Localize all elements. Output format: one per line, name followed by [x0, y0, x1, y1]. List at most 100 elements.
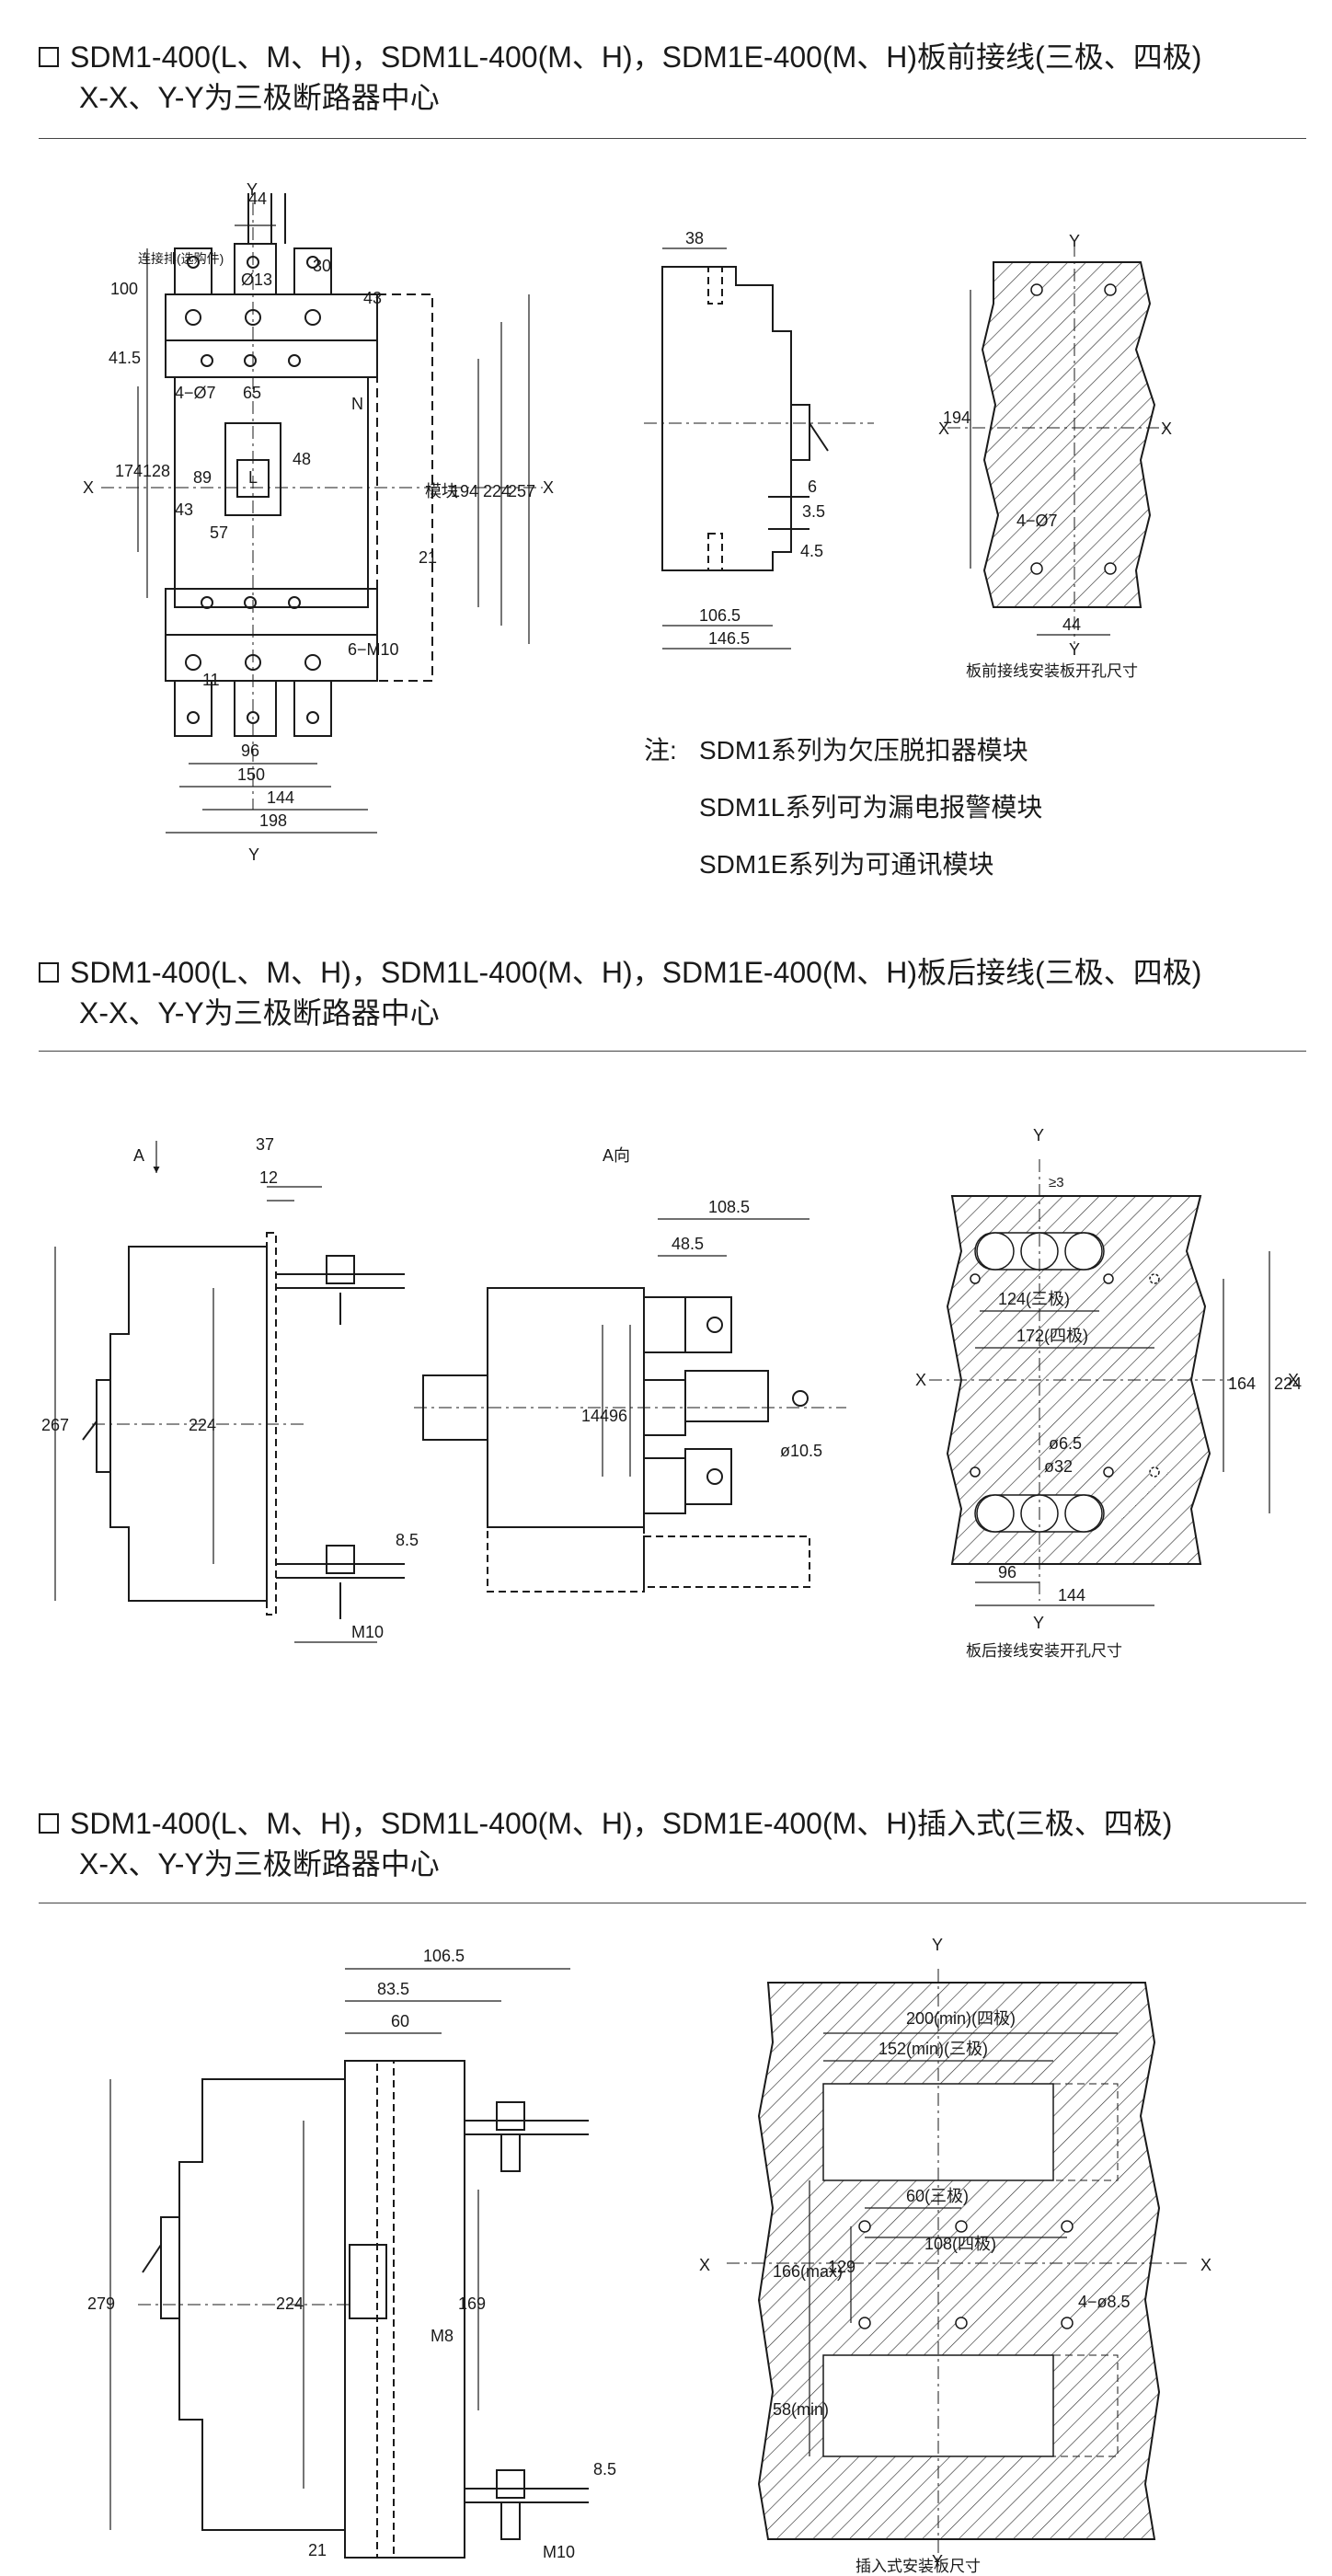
plug-cutout-x-left: X [699, 2256, 710, 2274]
section-title: SDM1-400(L、M、H)，SDM1L-400(M、H)，SDM1E-400… [70, 1807, 1173, 1840]
dim-128: 128 [143, 462, 170, 480]
plug-cutout-108: 108(四极) [924, 2235, 996, 2253]
side-dim-106-5: 106.5 [699, 606, 741, 625]
dim-4-07: 4−Ø7 [175, 384, 216, 402]
cutout-caption: 板前接线安装板开孔尺寸 [966, 662, 1138, 680]
note-line-2: SDM1L系列可为漏电报警模块 [699, 793, 1043, 822]
plug-cutout-y-top: Y [932, 1936, 943, 1954]
cutout-dim-44: 44 [1062, 615, 1081, 634]
plug-dim-169: 169 [458, 2294, 486, 2313]
plug-dim-m8: M8 [431, 2327, 454, 2345]
cutout-x-left: X [938, 420, 949, 438]
rear-cutout-x-left: X [915, 1371, 926, 1389]
rear-cutout-caption: 板后接线安装开孔尺寸 [966, 1642, 1122, 1660]
dim-150: 150 [237, 765, 265, 784]
side-dim-38: 38 [685, 229, 704, 247]
rear-dim-12: 12 [259, 1168, 278, 1187]
view-a-label: A [133, 1146, 144, 1165]
dim-43: 43 [363, 289, 382, 307]
checkbox-icon [39, 1813, 59, 1834]
dim-198: 198 [259, 811, 287, 830]
dim-44: 44 [248, 190, 267, 208]
rear-cutout-172: 172(四极) [1016, 1327, 1088, 1345]
note-line-3: SDM1E系列为可通讯模块 [699, 850, 994, 879]
plug-cutout-200: 200(min)(四极) [906, 2009, 1016, 2028]
aview-dim-96: 96 [609, 1407, 627, 1425]
section-subtitle: X-X、Y-Y为三极断路器中心 [79, 81, 440, 114]
aview-dim-10-5: ø10.5 [780, 1442, 822, 1460]
conn-label: 连接排(选购件) [138, 251, 224, 266]
aview-dim-48-5: 48.5 [672, 1235, 704, 1253]
dim-41-5: 41.5 [109, 349, 141, 367]
dim-96: 96 [241, 742, 259, 760]
dim-21: 21 [419, 548, 437, 567]
side-dim-3-5: 3.5 [802, 502, 825, 521]
dim-43b: 43 [175, 500, 193, 519]
side-dim-6: 6 [808, 477, 817, 496]
dim-194: 194 [451, 482, 478, 500]
rear-dim-224: 224 [189, 1416, 216, 1434]
cutout-x-right: X [1161, 420, 1172, 438]
dim-30: 30 [313, 257, 331, 275]
aview-dim-144: 144 [581, 1407, 609, 1425]
front-wiring-side-view: 38 6 3.5 4.5 106.5 146.5 [644, 229, 874, 650]
dim-224: 224 [483, 482, 511, 500]
dim-144: 144 [267, 788, 294, 807]
dim-65: 65 [243, 384, 261, 402]
section-front-wiring-header: SDM1-400(L、M、H)，SDM1L-400(M、H)，SDM1E-400… [39, 37, 1308, 118]
rear-cutout-144: 144 [1058, 1586, 1085, 1604]
cutout-y-bottom: Y [1069, 640, 1080, 659]
dim-48: 48 [293, 450, 311, 468]
plug-dim-279: 279 [87, 2294, 115, 2313]
plug-dim-224: 224 [276, 2294, 304, 2313]
rear-cutout-6-5: ø6.5 [1049, 1434, 1082, 1453]
front-wiring-cutout: Y X X 194 4−Ø7 44 Y 板前接线安装板开孔尺寸 [938, 232, 1172, 680]
plug-cutout-caption: 插入式安装板尺寸 [855, 2558, 981, 2575]
checkbox-icon [39, 962, 59, 983]
rear-cutout-y-top: Y [1033, 1126, 1044, 1144]
rear-wiring-side-view: A 37 12 267 224 8.5 M10 [41, 1135, 419, 1643]
notes-block: 注:SDM1系列为欠压脱扣器模块 SDM1L系列可为漏电报警模块 SDM1E系列… [644, 722, 1042, 893]
front-wiring-front-view: 44 Y Ø13 30 连接排(选购件) 100 43 41.5 4−Ø7 65… [83, 180, 554, 864]
plug-dim-m10: M10 [543, 2543, 575, 2561]
plug-cutout-y-bottom: Y [932, 2552, 943, 2570]
plug-cutout-58: 58(min) [773, 2400, 829, 2419]
plug-dim-60: 60 [391, 2012, 409, 2030]
plug-dim-21: 21 [308, 2541, 327, 2559]
cutout-dim-194: 194 [943, 408, 970, 427]
side-dim-146-5: 146.5 [708, 629, 750, 648]
axis-y-top: Y [247, 180, 258, 199]
label-l: L [248, 468, 258, 487]
a-view-title: A向 [603, 1146, 630, 1165]
rear-cutout-124: 124(三极) [998, 1290, 1070, 1308]
section-subtitle: X-X、Y-Y为三极断路器中心 [79, 1847, 440, 1880]
rear-cutout-x-right: X [1288, 1371, 1299, 1389]
rear-cutout-y-bottom: Y [1033, 1614, 1044, 1632]
dim-257: 257 [508, 482, 535, 500]
axis-y-bottom: Y [248, 845, 259, 864]
note-line-1: SDM1系列为欠压脱扣器模块 [699, 736, 1028, 765]
dim-89: 89 [193, 468, 212, 487]
rear-cutout-164: 164 [1228, 1374, 1256, 1393]
plug-cutout-166: 166(max) [773, 2262, 843, 2281]
rear-dim-8-5: 8.5 [396, 1531, 419, 1549]
section-subtitle: X-X、Y-Y为三极断路器中心 [79, 996, 440, 1029]
dim-174: 174 [115, 462, 143, 480]
plug-cutout-152: 152(min)(三极) [878, 2040, 988, 2058]
section-rear-wiring-header: SDM1-400(L、M、H)，SDM1L-400(M、H)，SDM1E-400… [39, 952, 1308, 1033]
checkbox-icon [39, 47, 59, 67]
dim-11: 11 [202, 671, 220, 689]
axis-x-left: X [83, 478, 94, 497]
axis-x-right: X [543, 478, 554, 497]
aview-dim-108-5: 108.5 [708, 1198, 750, 1216]
plug-dim-106-5: 106.5 [423, 1947, 465, 1965]
rear-dim-37: 37 [256, 1135, 274, 1154]
plug-cutout-60: 60(三极) [906, 2187, 969, 2205]
rear-dim-267: 267 [41, 1416, 69, 1434]
label-n: N [351, 395, 363, 413]
rear-cutout-96: 96 [998, 1563, 1016, 1581]
label-module: 模块 [425, 482, 458, 500]
dim-hole-13: Ø13 [241, 270, 272, 289]
